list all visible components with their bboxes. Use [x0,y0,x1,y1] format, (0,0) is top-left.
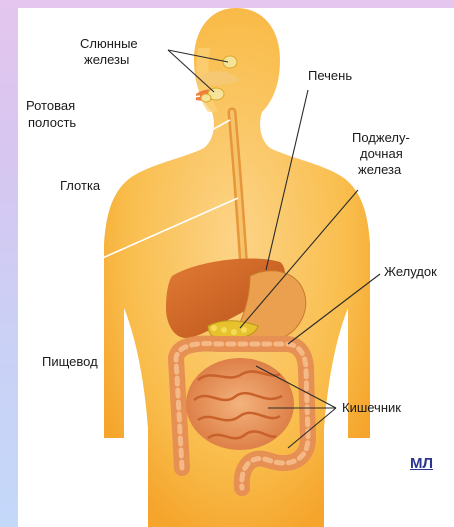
label-intestine: Кишечник [342,400,401,415]
label-pancreas-1: Поджелу- [352,130,410,145]
label-salivary-glands-1: Слюнные [80,36,138,51]
diagram-canvas: Слюнные железы Ротовая полость Глотка Пе… [18,8,454,527]
label-liver: Печень [308,68,352,83]
link-text[interactable]: МЛ [410,455,433,472]
label-salivary-glands-2: железы [84,52,129,67]
label-esophagus: Пищевод [42,354,98,369]
digestive-system-diagram: Слюнные железы Ротовая полость Глотка Пе… [18,8,454,527]
label-pancreas-3: железа [358,162,402,177]
label-oral-cavity-2: полость [28,115,76,130]
label-oral-cavity-1: Ротовая [26,98,75,113]
label-pancreas-2: дочная [360,146,403,161]
small-intestine [186,358,294,450]
label-pharynx: Глотка [60,178,101,193]
label-stomach: Желудок [384,264,437,279]
